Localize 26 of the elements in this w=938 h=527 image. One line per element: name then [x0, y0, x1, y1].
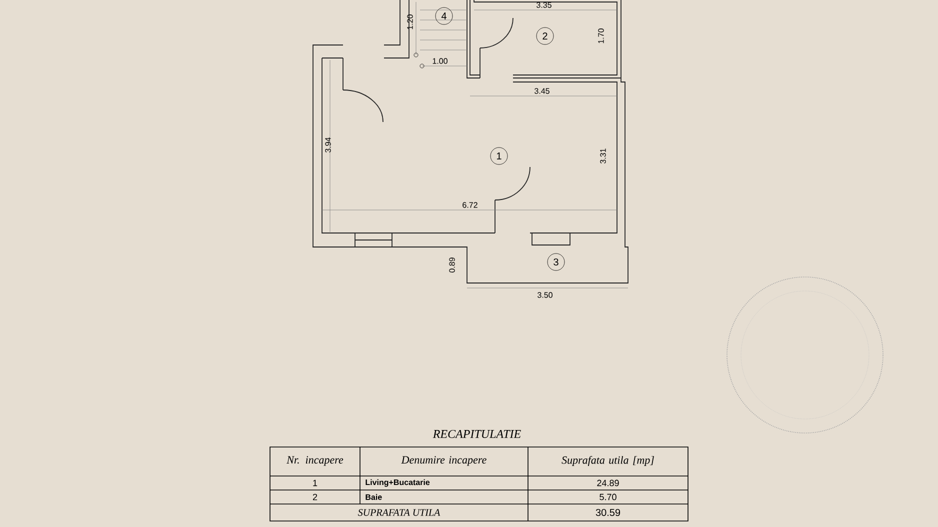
callout-number: 4	[435, 7, 453, 25]
header-text: Suprafata utila [mp]	[562, 456, 654, 466]
dimension-label: 3.94	[325, 137, 331, 152]
dimension-label: 1.70	[598, 28, 604, 44]
table-title: RECAPITULATIE	[432, 430, 521, 438]
room-number: 1	[313, 480, 318, 486]
callout-number: 3	[547, 253, 565, 271]
callout-number: 1	[490, 147, 508, 165]
room-name: Baie	[366, 494, 382, 500]
dimension-label: 0.89	[449, 258, 455, 272]
dimension-label: 3.45	[534, 88, 550, 94]
header-text: Nr. incapere	[286, 456, 344, 466]
room-name: Living+Bucatarie	[366, 479, 430, 487]
header-text: Denumire incapere	[401, 456, 486, 466]
dimension-label: 3.50	[538, 292, 552, 298]
total-value: 30.59	[596, 508, 620, 516]
area-value: 24.89	[597, 480, 619, 486]
room-number: 2	[312, 494, 318, 500]
dimension-label: 6.72	[462, 202, 478, 208]
area-value: 5.70	[600, 494, 616, 500]
dimension-label: 1.00	[432, 58, 448, 64]
dimension-label: 3.35	[536, 2, 552, 8]
callout-number: 2	[536, 27, 554, 45]
dimension-label: 1.20	[407, 14, 413, 30]
total-label: SUPRAFATA UTILA	[358, 509, 440, 516]
dimension-label: 3.31	[600, 148, 606, 164]
